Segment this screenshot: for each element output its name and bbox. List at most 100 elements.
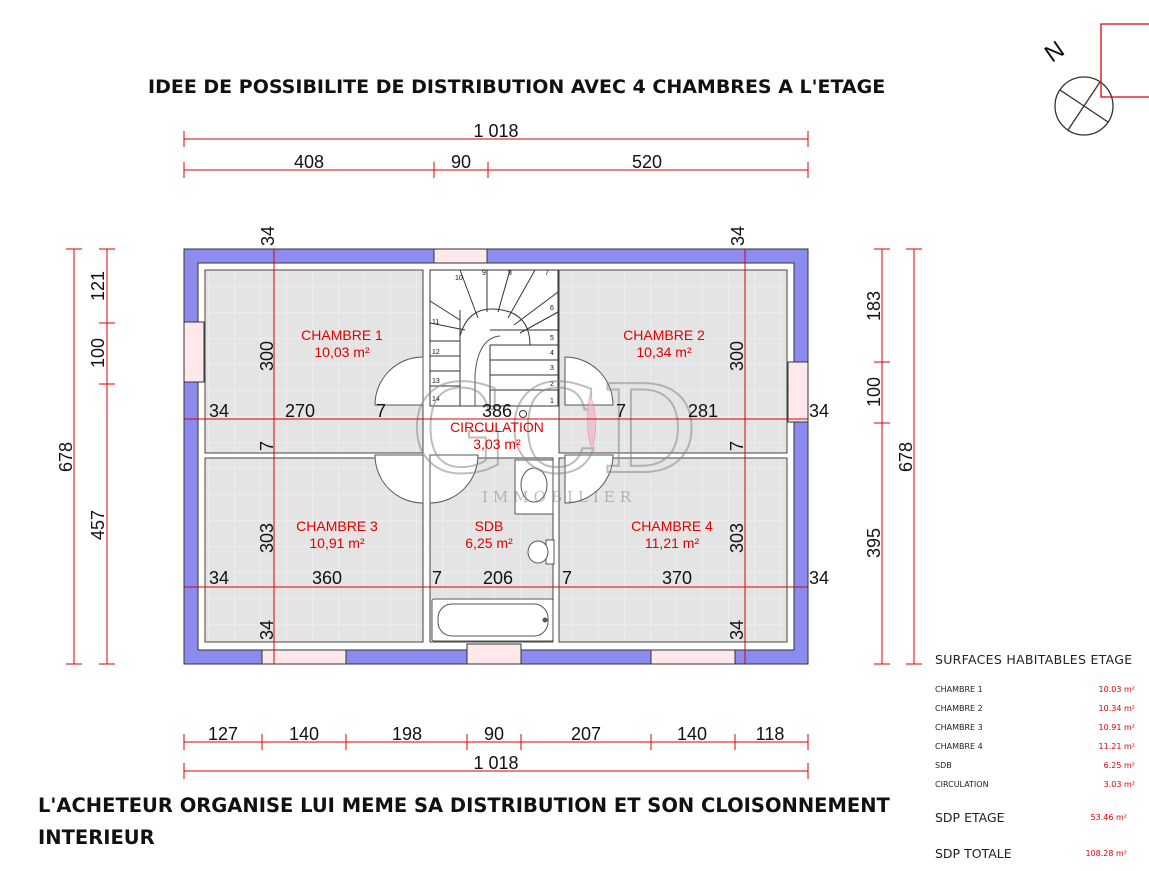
bottom-dim-6: 140 [677,724,707,744]
surface-label: CIRCULATION [935,780,989,789]
bottom-dim-7: 118 [756,724,785,744]
wall-dim-left-lower: 34 [209,568,229,588]
left-dimension-lines [66,248,115,665]
stair-step-3: 3 [550,365,554,372]
stair-step-5: 5 [550,335,554,342]
bottom-dim-2: 140 [289,724,319,744]
surface-value: 10.91 m² [1098,723,1135,732]
room-name-chambre-4: CHAMBRE 4 [631,518,713,534]
bottom-dimension-lines [183,734,809,779]
stair-step-numbers: 1 2 3 4 5 6 7 8 9 10 11 12 13 14 [432,270,554,405]
north-label: N [1040,36,1070,68]
chambre-1-width: 270 [285,401,315,421]
room-area-sdb: 6,25 m² [465,535,513,551]
surface-label: CHAMBRE 2 [935,704,983,713]
site-outline [1100,23,1149,98]
stair-step-14: 14 [432,396,440,403]
room-name-chambre-3: CHAMBRE 3 [296,518,378,534]
door-chambre-3 [374,454,424,504]
surface-value: 3.03 m² [1103,780,1135,789]
top-dimension-lines [183,131,809,178]
room-area-chambre-3: 10,91 m² [309,535,365,551]
top-dim-2: 90 [451,152,471,172]
wall-dim-right-upper: 34 [809,401,829,421]
bottom-total-dim: 1 018 [473,753,518,773]
sdp-etage-row: SDP ETAGE 53.46 m² [935,810,1127,825]
chambre-3-width: 360 [312,568,342,588]
upper-height-left: 300 [257,341,277,371]
door-chambre-2 [564,356,614,406]
window-top [433,248,488,264]
red-axis-lines [184,249,808,664]
stair-step-2: 2 [550,381,554,388]
stair-step-9: 9 [482,270,486,277]
surface-row: CHAMBRE 4 11.21 m² [935,742,1135,761]
stair-step-12: 12 [432,349,440,356]
surface-row: CHAMBRE 3 10.91 m² [935,723,1135,742]
wall-dim-right-lower: 34 [809,568,829,588]
floor-chambre-1 [204,269,424,454]
window-bottom-3 [650,649,736,665]
window-left [183,321,205,383]
left-dim-1: 121 [88,271,108,301]
top-total-dim: 1 018 [473,121,518,141]
sdp-etage-label: SDP ETAGE [935,810,1005,825]
sdp-totale-row: SDP TOTALE 108.28 m² [935,846,1127,861]
wall-dim-top-right: 34 [728,226,748,246]
room-name-chambre-2: CHAMBRE 2 [623,327,705,343]
room-floors [204,269,788,643]
wall-dim-top-left: 34 [258,226,278,246]
sdp-etage-value: 53.46 m² [1090,813,1127,822]
top-dim-3: 520 [632,152,662,172]
door-sdb [429,454,479,504]
room-area-chambre-4: 11,21 m² [645,535,700,551]
footer-note: L'ACHETEUR ORGANISE LUI MEME SA DISTRIBU… [38,794,890,849]
floor-chambre-3 [204,457,424,643]
logo-letters: GCD [410,359,699,501]
surface-row: CHAMBRE 2 10.34 m² [935,704,1135,723]
sdp-totale-label: SDP TOTALE [935,846,1012,861]
bottom-dim-3: 198 [392,724,422,744]
sdb-width: 206 [483,568,513,588]
compass-icon [1054,76,1114,136]
wall-dim-bottom-right: 34 [727,620,747,640]
partition-dim-v-right: 7 [727,441,747,451]
left-total-dim: 678 [56,442,76,472]
surface-label: CHAMBRE 3 [935,723,983,732]
partition-dim-2: 7 [616,401,626,421]
wall-dim-left-upper: 34 [209,401,229,421]
surface-label: SDB [935,761,952,770]
floor-chambre-2 [558,269,788,454]
surface-row: SDB 6.25 m² [935,761,1135,780]
stair-step-7: 7 [545,270,549,277]
left-dim-3: 457 [88,510,108,540]
stair-step-13: 13 [432,378,440,385]
right-total-dim: 678 [896,442,916,472]
stair-step-10: 10 [455,275,463,282]
stair-step-6: 6 [550,305,554,312]
stair-step-11: 11 [432,319,439,326]
left-dim-2: 100 [88,338,108,368]
circulation-width: 386 [482,401,512,421]
window-bottom-2 [466,643,522,665]
windows [183,248,809,665]
right-dim-3: 395 [864,528,884,558]
surface-value: 10.03 m² [1098,685,1135,694]
surface-label: CHAMBRE 4 [935,742,983,751]
partition-dim-3: 7 [432,568,442,588]
room-area-circulation: 3,03 m² [473,436,521,452]
top-dim-1: 408 [294,152,324,172]
door-chambre-1 [374,356,424,406]
right-dimension-lines [874,248,922,665]
room-area-chambre-2: 10,34 m² [636,344,692,360]
room-name-sdb: SDB [475,518,504,534]
surface-label: CHAMBRE 1 [935,685,983,694]
page-title: IDEE DE POSSIBILITE DE DISTRIBUTION AVEC… [148,76,886,98]
surfaces-table: SURFACES HABITABLES ETAGE CHAMBRE 1 10.0… [935,652,1135,861]
room-name-circulation: CIRCULATION [450,419,544,435]
window-right [787,361,809,423]
door-chambre-4 [564,454,614,504]
stair-step-4: 4 [550,350,554,357]
surface-value: 10.34 m² [1098,704,1135,713]
